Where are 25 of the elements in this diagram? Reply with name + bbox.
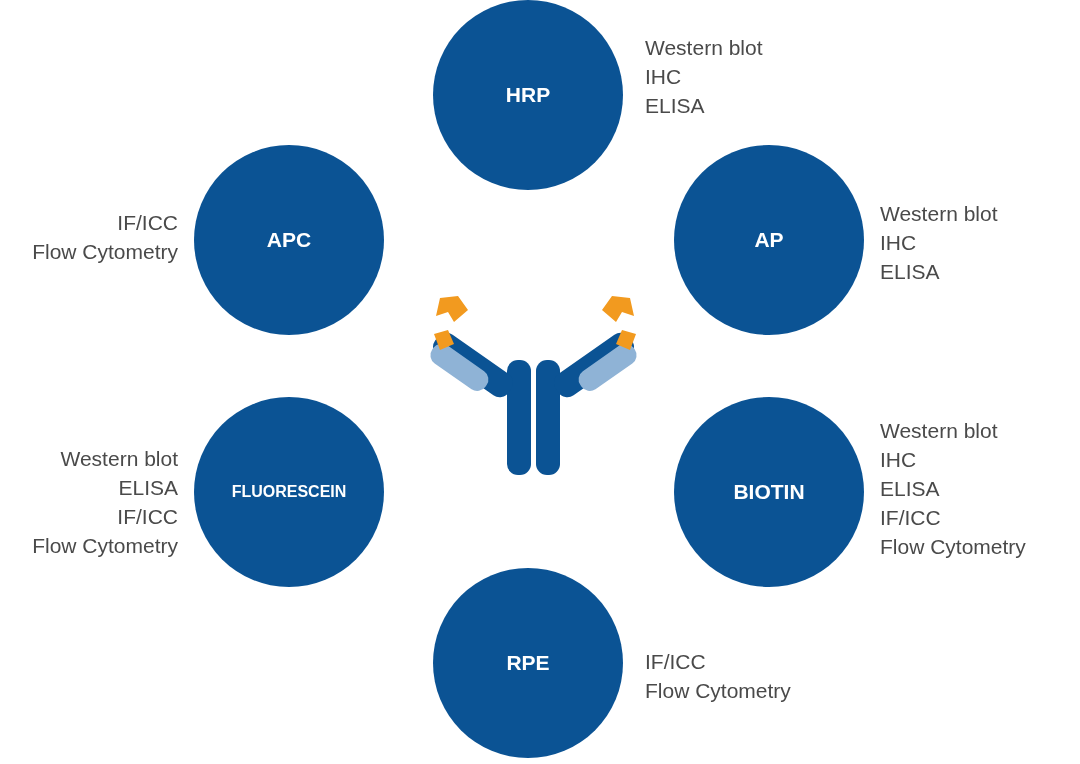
circle-label: FLUORESCEIN	[231, 483, 347, 501]
application-label: Flow Cytometry	[645, 678, 791, 704]
application-label: Flow Cytometry	[32, 533, 178, 559]
circle-label: HRP	[505, 83, 551, 107]
application-label: Western blot	[880, 418, 998, 444]
circle-label: BIOTIN	[733, 480, 805, 504]
application-label: IF/ICC	[645, 649, 706, 675]
application-label: ELISA	[118, 475, 178, 501]
application-label: IF/ICC	[117, 504, 178, 530]
application-label: ELISA	[880, 259, 940, 285]
application-label: IHC	[880, 447, 917, 473]
application-label: Flow Cytometry	[880, 534, 1026, 560]
circle-label: AP	[754, 228, 784, 252]
application-label: ELISA	[645, 93, 705, 119]
application-label: IHC	[645, 64, 682, 90]
application-label: ELISA	[880, 476, 940, 502]
application-label: Western blot	[880, 201, 998, 227]
application-label: IHC	[880, 230, 917, 256]
circle-label: RPE	[506, 651, 550, 675]
application-label: Flow Cytometry	[32, 239, 178, 265]
application-label: IF/ICC	[117, 210, 178, 236]
application-label: Western blot	[60, 446, 178, 472]
circle-label: APC	[266, 228, 312, 252]
application-label: Western blot	[645, 35, 763, 61]
application-label: IF/ICC	[880, 505, 941, 531]
